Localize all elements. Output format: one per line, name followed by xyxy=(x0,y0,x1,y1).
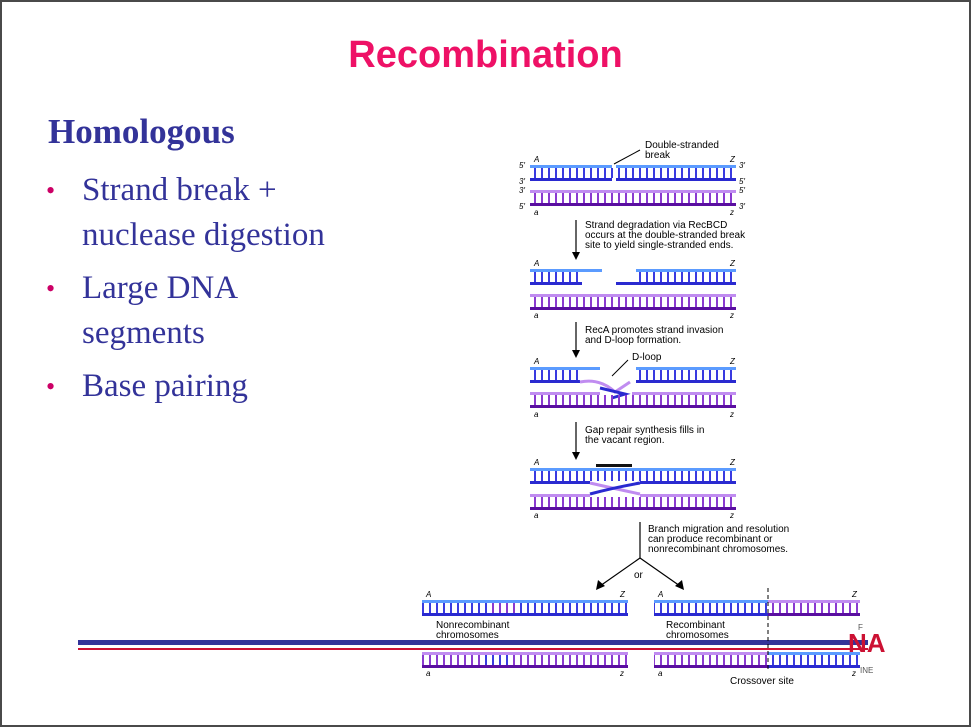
step-4-text-line: nonrecombinant chromosomes. xyxy=(648,544,788,555)
step-1-text-line: site to yield single-stranded ends. xyxy=(585,240,733,251)
nonrecombinant-products: A Z Nonrecombinant chromosomes a z xyxy=(422,590,628,678)
recombinant-label: chromosomes xyxy=(666,630,729,641)
footer-rule-blue xyxy=(78,640,868,645)
step-1-text-line: Strand degradation via RecBCD xyxy=(585,220,727,231)
end-label-A: A xyxy=(533,458,539,467)
or-label: or xyxy=(634,570,644,581)
step-3-arrow: Gap repair synthesis fills in the vacant… xyxy=(572,422,705,460)
recombinant-products: A Z Recombinant chromosomes a z Crossove… xyxy=(654,588,860,687)
bullet-item: • Base pairing xyxy=(46,364,372,409)
stage-2-duplexes: A Z a z xyxy=(530,259,736,320)
bullet-list: • Strand break + nuclease digestion • La… xyxy=(46,168,372,417)
strand-dark-blue-right xyxy=(616,178,736,181)
bullet-text: Large DNA segments xyxy=(82,270,237,351)
logo-partial: NA xyxy=(848,628,886,658)
strand-light-purple xyxy=(530,190,736,193)
slide-title: Recombination xyxy=(348,34,623,76)
end-label-A: A xyxy=(657,590,663,599)
bullet-text: Base pairing xyxy=(82,368,248,404)
strand-light-blue-right xyxy=(616,165,736,168)
stage-4-junctions: A Z a z xyxy=(530,458,736,520)
bullet-dot-icon: • xyxy=(46,274,56,303)
stage-1-duplexes: A Z 5′ 3′ 3′ 5′ 3′ 5′ 5′ 3′ a z Double-s… xyxy=(519,140,745,217)
base-pairs xyxy=(530,168,736,178)
end-label-5prime: 5′ xyxy=(519,161,525,170)
end-label-z: z xyxy=(729,208,734,217)
stage-3-dloop: A Z D-loop a z xyxy=(530,352,736,419)
end-label-A: A xyxy=(533,155,539,164)
step-1-text-line: occurs at the double-stranded break xyxy=(585,230,746,241)
step-3-text-line: the vacant region. xyxy=(585,435,665,446)
end-label-5prime: 5′ xyxy=(519,202,525,211)
strand-dark-blue-left xyxy=(530,178,612,181)
step-4-text-line: can produce recombinant or xyxy=(648,534,773,545)
end-label-Z: Z xyxy=(729,259,736,268)
end-label-Z: Z xyxy=(729,155,736,164)
end-label-Z: Z xyxy=(619,590,626,599)
end-label-5prime: 5′ xyxy=(739,186,745,195)
end-label-a: a xyxy=(658,669,663,678)
bullet-text: Strand break + nuclease digestion xyxy=(82,172,325,253)
step-1-arrow: Strand degradation via RecBCD occurs at … xyxy=(572,220,746,260)
end-label-A: A xyxy=(533,259,539,268)
end-label-z: z xyxy=(851,669,856,678)
step-2-text-line: and D-loop formation. xyxy=(585,335,681,346)
end-label-z: z xyxy=(729,511,734,520)
logo-small-top: F xyxy=(858,623,863,632)
end-label-3prime: 3′ xyxy=(519,186,525,195)
step-4-text-line: Branch migration and resolution xyxy=(648,524,789,535)
step-2-text-line: RecA promotes strand invasion xyxy=(585,325,723,336)
nonrecombinant-label: Nonrecombinant xyxy=(436,620,510,631)
nonrecombinant-label: chromosomes xyxy=(436,630,499,641)
step-4-branch-arrows: Branch migration and resolution can prod… xyxy=(596,522,789,590)
end-label-z: z xyxy=(729,311,734,320)
bullet-item: • Large DNA segments xyxy=(46,266,372,356)
end-label-z: z xyxy=(729,410,734,419)
strand-dark-purple xyxy=(530,203,736,206)
step-3-text-line: Gap repair synthesis fills in xyxy=(585,425,705,436)
bullet-item: • Strand break + nuclease digestion xyxy=(46,168,372,258)
recombinant-label: Recombinant xyxy=(666,620,725,631)
end-label-a: a xyxy=(534,410,539,419)
step-2-arrow: RecA promotes strand invasion and D-loop… xyxy=(572,322,723,358)
end-label-3prime: 3′ xyxy=(739,161,745,170)
strand-light-blue-left xyxy=(530,165,612,168)
end-label-Z: Z xyxy=(729,458,736,467)
end-label-5prime: 5′ xyxy=(739,177,745,186)
base-pairs xyxy=(530,193,736,203)
bullet-dot-icon: • xyxy=(46,372,56,401)
end-label-3prime: 3′ xyxy=(519,177,525,186)
footer-rule-red xyxy=(78,648,868,650)
end-label-A: A xyxy=(533,357,539,366)
end-label-A: A xyxy=(425,590,431,599)
section-heading: Homologous xyxy=(48,112,235,151)
end-label-z: z xyxy=(619,669,624,678)
crossover-label: Crossover site xyxy=(730,676,794,687)
break-leader-line xyxy=(613,149,641,165)
break-label-line-1: Double-stranded xyxy=(645,140,719,151)
dloop-label: D-loop xyxy=(632,352,662,363)
end-label-3prime: 3′ xyxy=(739,202,745,211)
end-label-Z: Z xyxy=(851,590,858,599)
end-label-a: a xyxy=(534,511,539,520)
logo-small-bottom: INE xyxy=(860,666,874,675)
end-label-a: a xyxy=(426,669,431,678)
end-label-a: a xyxy=(534,311,539,320)
end-label-a: a xyxy=(534,208,539,217)
bullet-dot-icon: • xyxy=(46,176,56,205)
end-label-Z: Z xyxy=(729,357,736,366)
break-label-line-2: break xyxy=(645,150,671,161)
